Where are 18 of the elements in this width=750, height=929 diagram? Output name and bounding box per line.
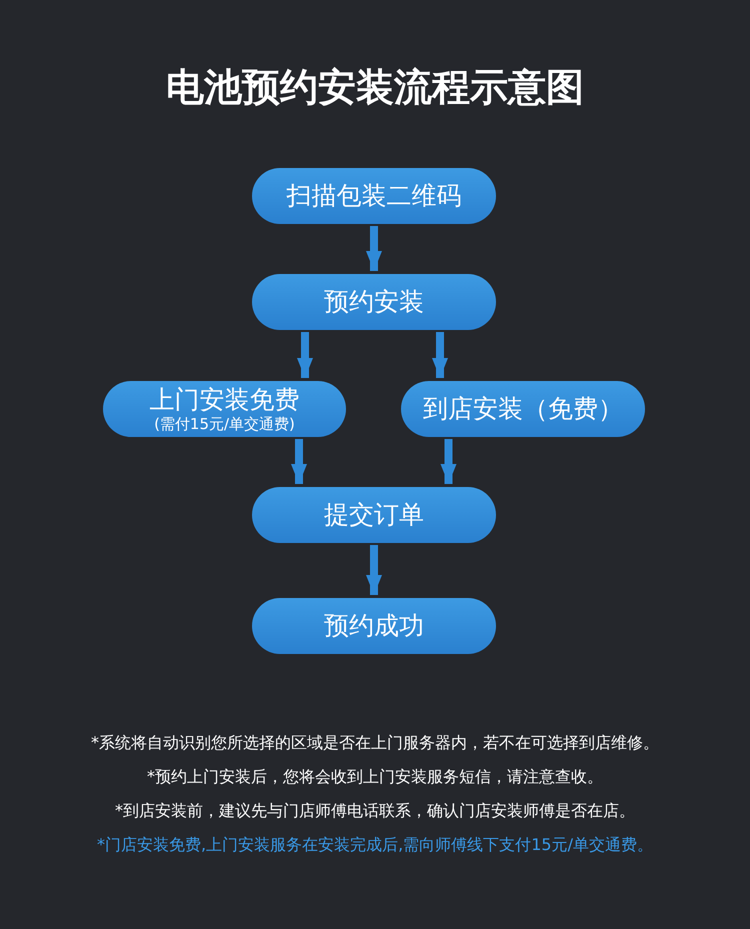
- arrow: [432, 332, 448, 378]
- step-label: 预约成功: [324, 611, 424, 641]
- arrow: [366, 226, 382, 271]
- arrow: [297, 332, 313, 378]
- footnote: *到店安装前，建议先与门店师傅电话联系，确认门店安装师傅是否在店。: [114, 800, 636, 822]
- footnote: *预约上门安装后，您将会收到上门安装服务短信，请注意查收。: [146, 766, 604, 788]
- arrow: [291, 439, 307, 484]
- step-label: 扫描包装二维码: [286, 181, 462, 211]
- step-note: (需付15元/单交通费): [154, 415, 295, 433]
- step-label: 到店安装（免费）: [423, 394, 623, 424]
- step-label: 上门安装免费: [150, 385, 300, 415]
- step-label: 预约安装: [324, 287, 424, 317]
- arrow: [440, 439, 456, 484]
- arrow: [366, 545, 382, 595]
- footnote: *门店安装免费,上门安装服务在安装完成后,需向师傅线下支付15元/单交通费。: [96, 834, 654, 856]
- diagram-title: 电池预约安装流程示意图: [165, 64, 585, 111]
- step-label: 提交订单: [324, 500, 424, 530]
- footnote: *系统将自动识别您所选择的区域是否在上门服务器内，若不在可选择到店维修。: [90, 732, 660, 754]
